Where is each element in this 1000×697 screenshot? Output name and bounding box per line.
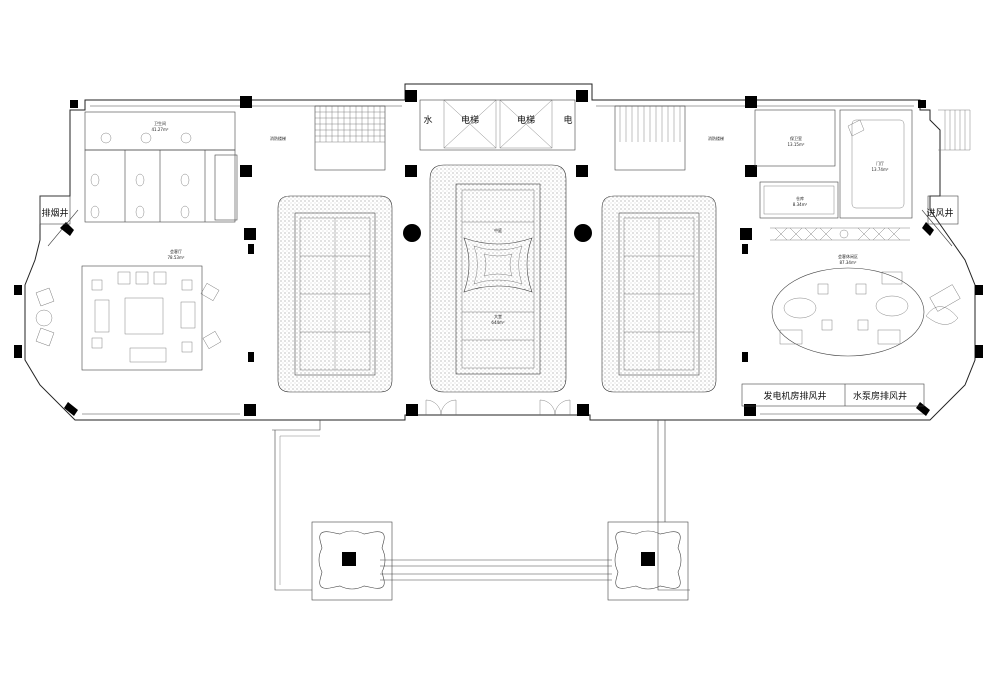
fresh-air-shaft: 进风井	[926, 195, 959, 225]
ceiling-panel-right	[601, 195, 717, 393]
lounge-left-area: 78.53m²	[168, 255, 185, 260]
service-core: 水 电梯 电梯 电	[419, 99, 576, 151]
reception-area: 13.74m²	[872, 167, 889, 172]
stair-right-label: 消防楼梯	[708, 135, 724, 141]
electric-shaft-label: 电	[563, 114, 572, 126]
store-room: 仓库 8.34m²	[759, 181, 839, 219]
elevator-2-label: 电梯	[517, 114, 535, 126]
water-shaft-label: 水	[423, 114, 432, 126]
exhaust-shafts-bottom-right: 发电机房排风井 水泵房排风井	[741, 383, 925, 407]
stair-left-label: 消防楼梯	[270, 135, 286, 141]
elevator-1-label: 电梯	[461, 114, 479, 126]
hall-label: 大堂	[494, 313, 502, 319]
ceiling-panel-left	[277, 195, 393, 393]
stair-left: 消防楼梯	[270, 105, 386, 171]
toilet-area: 41.27m²	[152, 127, 169, 132]
ceiling-panel-center: 中庭 大堂 644m²	[429, 164, 567, 393]
exhaust-shaft-left: 排烟井	[39, 195, 71, 225]
office-right-label: 保卫室	[790, 135, 802, 141]
generator-exhaust-label: 发电机房排风井	[763, 390, 826, 402]
exhaust-shaft-left-label: 排烟井	[41, 207, 68, 219]
toilet-room: 卫生间 41.27m²	[84, 111, 238, 223]
atrium-label: 中庭	[494, 227, 502, 233]
store-label: 仓库	[796, 195, 804, 201]
toilet-label: 卫生间	[154, 120, 166, 126]
lounge-right-area: 87.34m²	[840, 260, 857, 265]
reception: 门厅 13.74m²	[839, 109, 913, 219]
office-right-area: 13.15m²	[788, 142, 805, 147]
entrance-doors	[425, 399, 571, 416]
pump-exhaust-label: 水泵房排风井	[853, 390, 907, 402]
entrance-canopy	[272, 420, 690, 601]
lounge-left-label: 会客厅	[170, 248, 182, 254]
hall-area: 644m²	[491, 320, 505, 325]
fresh-air-shaft-label: 进风井	[926, 207, 953, 219]
reception-label: 门厅	[876, 160, 884, 166]
stair-right: 消防楼梯	[614, 105, 724, 171]
lounge-right: 会客休闲区 87.34m²	[770, 227, 961, 357]
lounge-right-label: 会客休闲区	[838, 253, 858, 259]
store-area: 8.34m²	[793, 202, 808, 207]
lounge-left: 会客厅 78.53m²	[35, 248, 222, 371]
structural-columns	[14, 90, 983, 416]
office-right: 保卫室 13.15m²	[754, 109, 836, 167]
